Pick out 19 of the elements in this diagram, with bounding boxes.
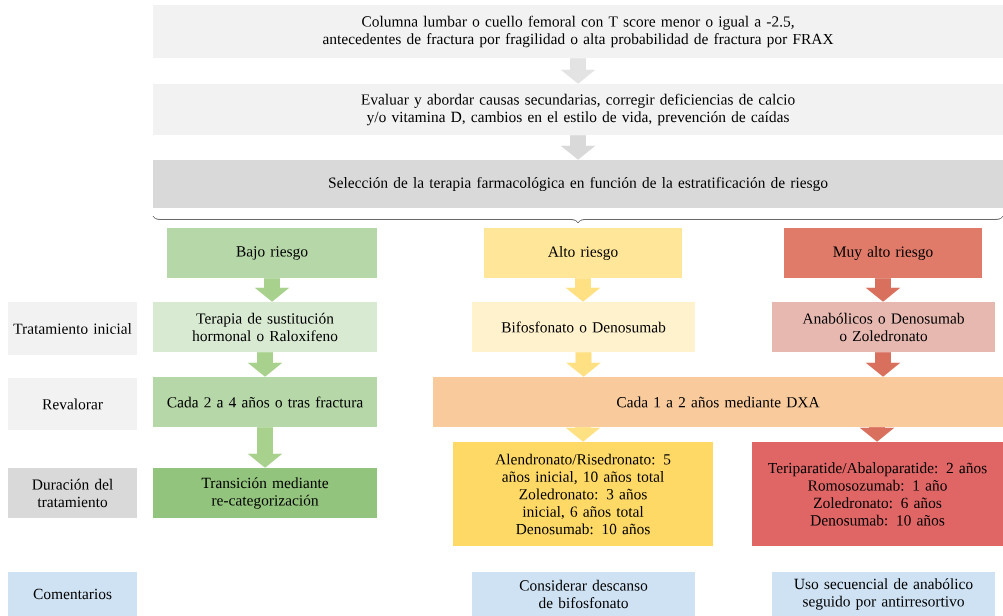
reassess-box: Cada 1 a 2 años mediante DXA xyxy=(433,377,1003,427)
comment-box: Considerar descanso de bifosfonato xyxy=(472,572,695,616)
risk-box: Bajo riesgo xyxy=(167,228,377,278)
duration-box: Transición mediante re-categorización xyxy=(153,468,377,518)
reassess-box: Cada 2 a 4 años o tras fractura xyxy=(153,377,377,427)
row-label-box: Comentarios xyxy=(8,572,137,616)
comment-box: Uso secuencial de anabólico seguido por antirresortivo xyxy=(772,572,995,616)
row-label-box: Tratamiento inicial xyxy=(8,302,137,355)
duration-box: Alendronato/Risedronato: 5 años inicial, 10 años total Zoledronato: 3 años inicial, 6 años total Denosumab: 10 años xyxy=(453,442,713,546)
row-label-box: Revalorar xyxy=(8,378,137,430)
row-label-box: Duración del tratamiento xyxy=(8,468,137,518)
step-box: Columna lumbar o cuello femoral con T score menor o igual a -2.5, antecedentes de fractura por fragilidad o alta probabilidad de fractura por FRAX xyxy=(153,5,1003,58)
risk-box: Alto riesgo xyxy=(484,228,682,278)
duration-box: Teriparatide/Abaloparatide: 2 años Romosozumab: 1 año Zoledronato: 6 años Denosumab: 10 años xyxy=(752,442,1003,546)
treatment-box: Terapia de sustitución hormonal o Raloxifeno xyxy=(153,302,377,352)
treatment-box: Anabólicos o Denosumab o Zoledronato xyxy=(772,302,995,352)
risk-box: Muy alto riesgo xyxy=(784,228,982,278)
step-box: Evaluar y abordar causas secundarias, corregir deficiencias de calcio y/o vitamina D, cambios en el estilo de vida, prevención de caídas xyxy=(153,84,1003,135)
treatment-box: Bifosfonato o Denosumab xyxy=(472,302,695,352)
